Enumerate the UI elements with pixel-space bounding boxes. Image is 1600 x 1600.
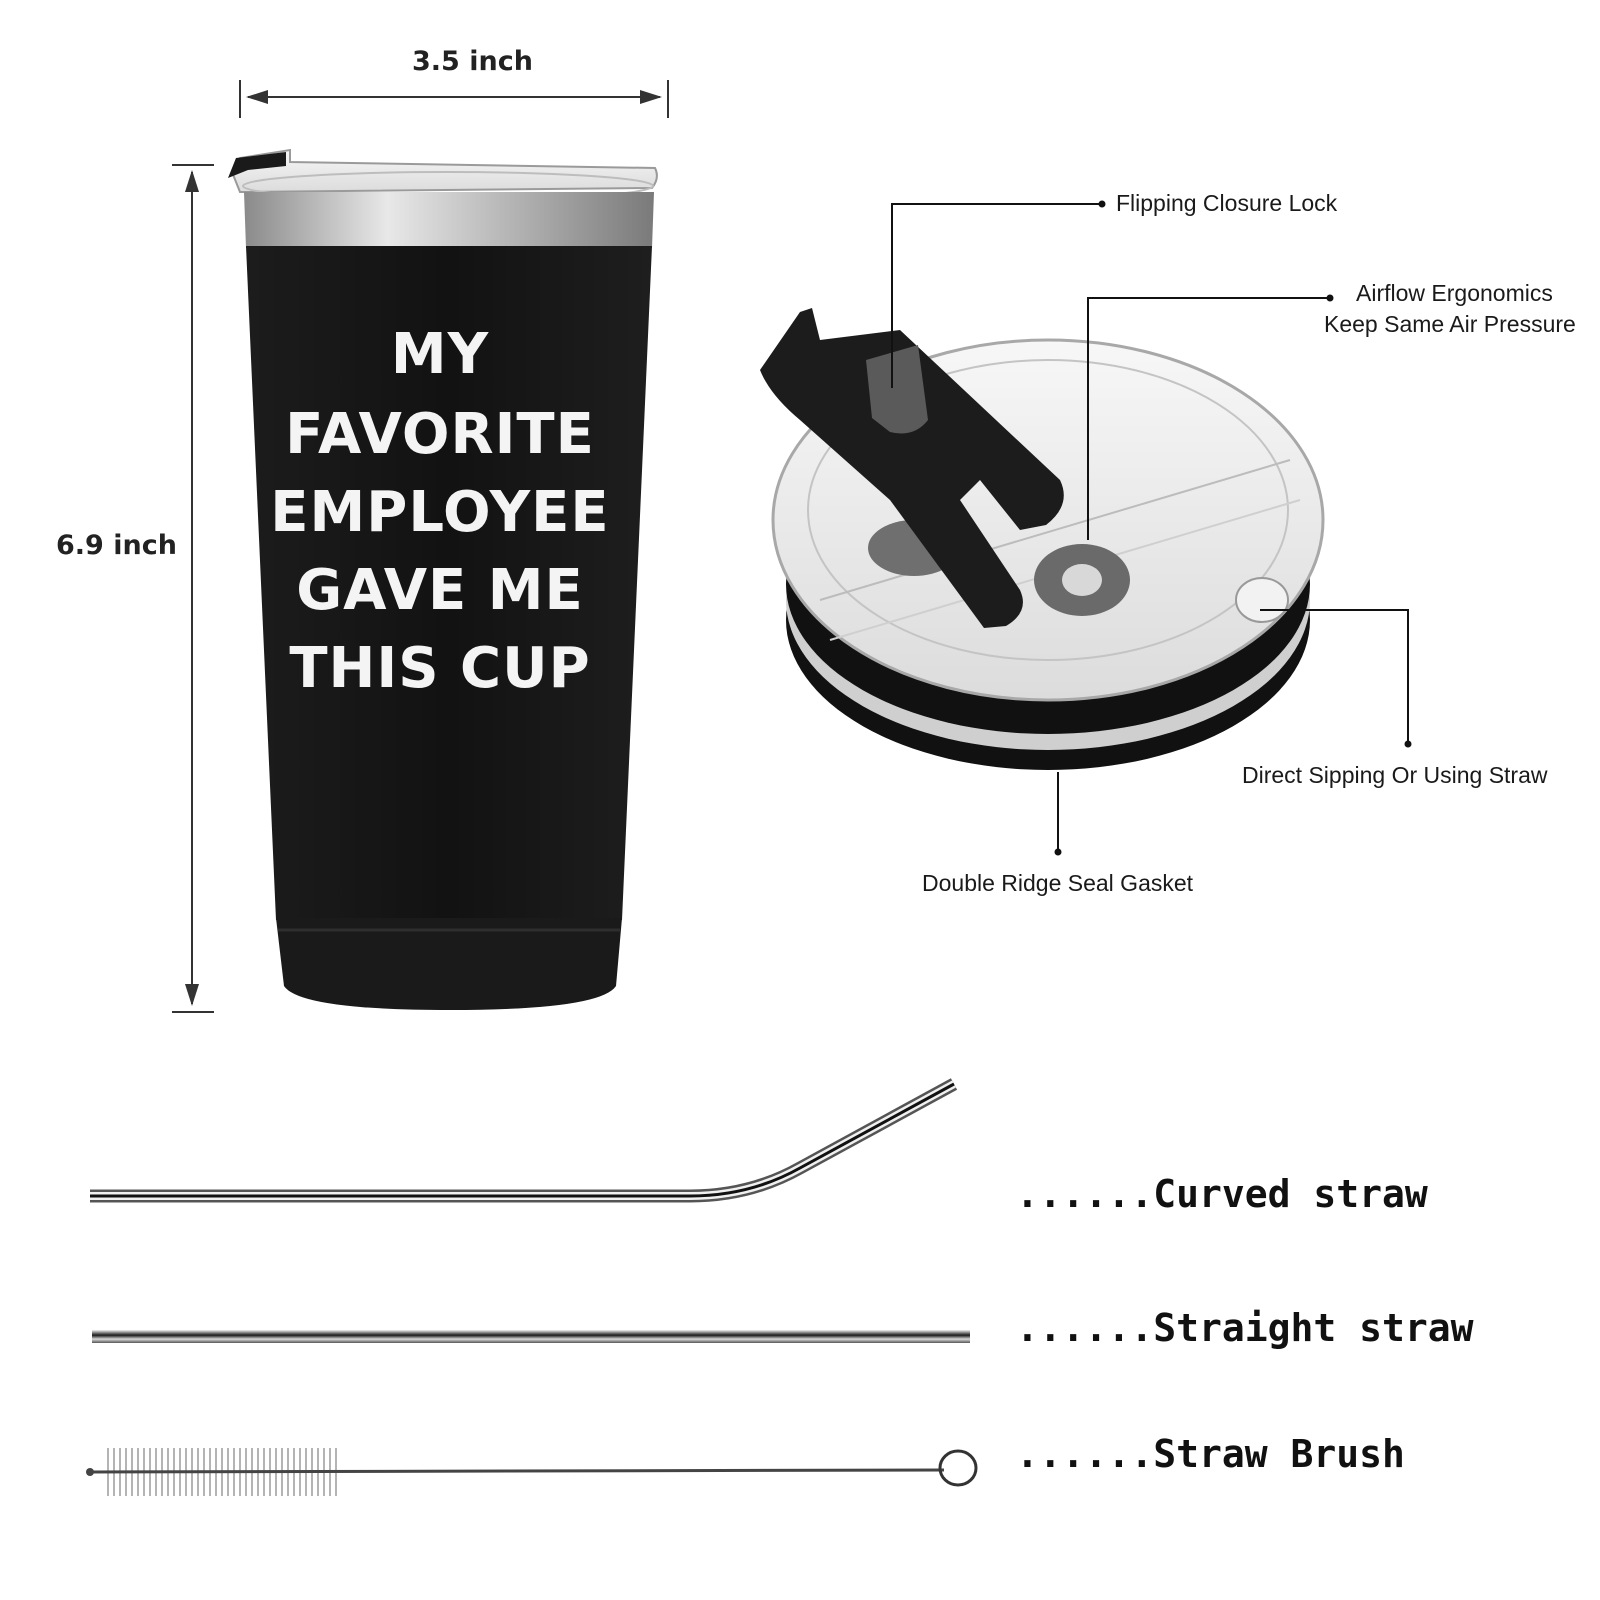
callout-gasket: Double Ridge Seal Gasket <box>922 870 1194 896</box>
height-dimension-arrow <box>172 164 214 1013</box>
cup-print-line: MY <box>390 322 490 387</box>
callout-airflow-line2: Keep Same Air Pressure <box>1324 311 1576 337</box>
cup-print-line: GAVE ME <box>296 558 584 623</box>
height-label: 6.9 inch <box>56 530 177 561</box>
straw-brush <box>86 1448 978 1496</box>
width-label: 3.5 inch <box>412 46 533 77</box>
cup-print-line: FAVORITE <box>285 402 595 467</box>
lid-detail-illustration <box>760 308 1325 770</box>
callout-sipping: Direct Sipping Or Using Straw <box>1242 762 1548 788</box>
callout-closure-lock: Flipping Closure Lock <box>1116 190 1338 216</box>
cup-print-line: EMPLOYEE <box>270 480 610 545</box>
callout-leaders <box>891 200 1412 856</box>
callout-airflow-line1: Airflow Ergonomics <box>1356 280 1553 306</box>
cup-print-line: THIS CUP <box>289 636 591 701</box>
accessory-label-curved-straw: ......Curved straw <box>1016 1172 1428 1216</box>
tumbler-cup <box>228 148 658 1010</box>
accessory-label-straight-straw: ......Straight straw <box>1016 1306 1474 1350</box>
accessory-label-straw-brush: ......Straw Brush <box>1016 1432 1405 1476</box>
straight-straw <box>92 1330 970 1343</box>
width-dimension-arrow <box>239 80 669 118</box>
curved-straw <box>90 1078 958 1203</box>
